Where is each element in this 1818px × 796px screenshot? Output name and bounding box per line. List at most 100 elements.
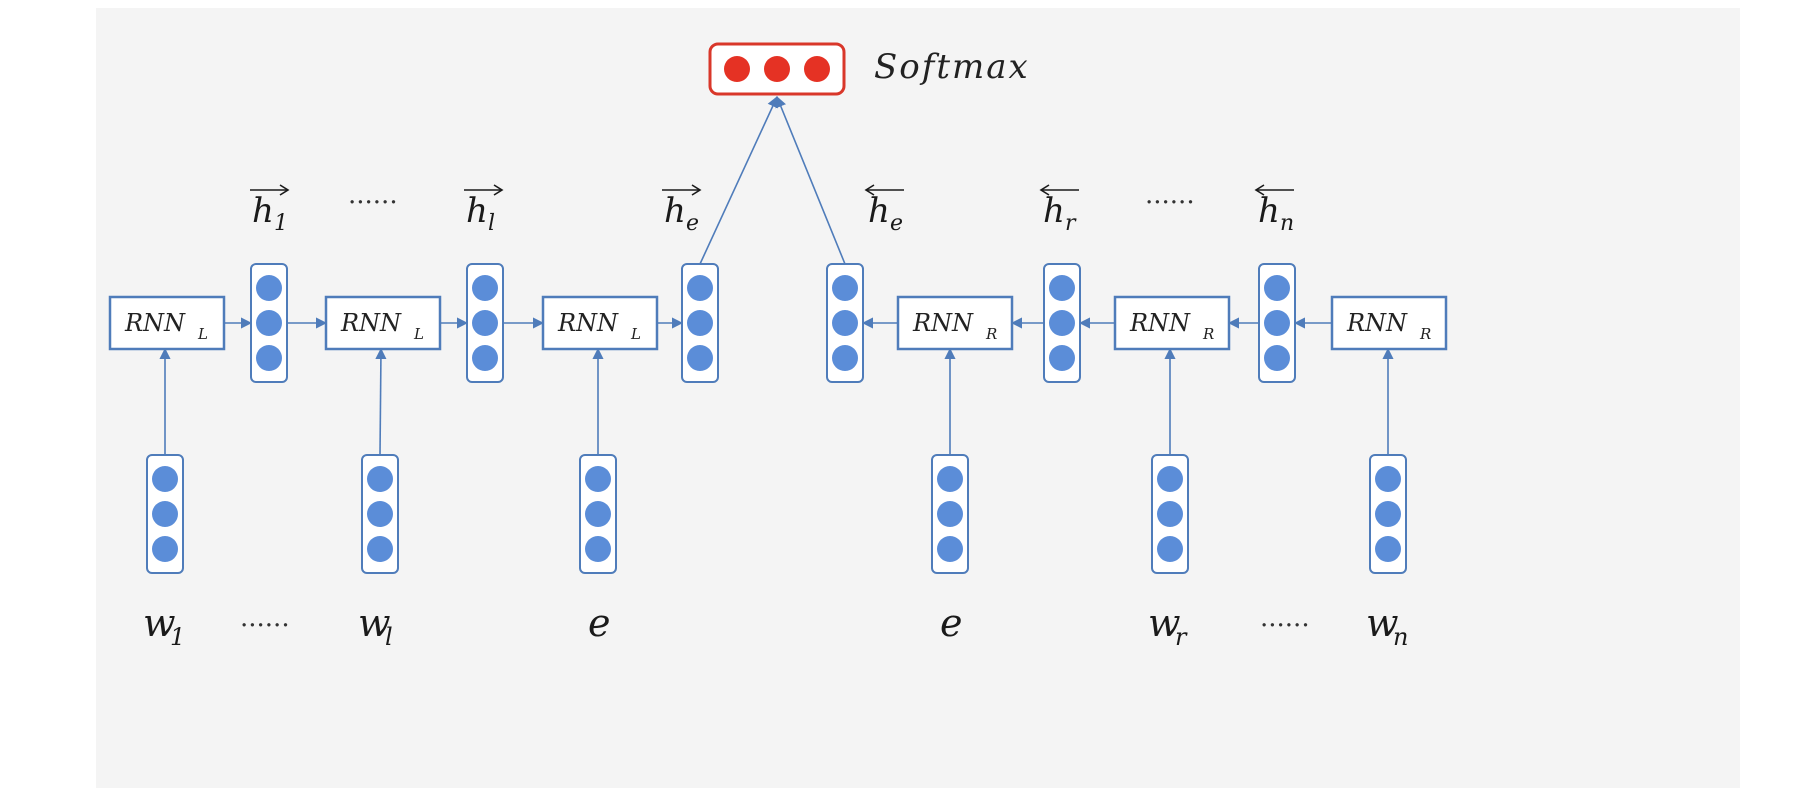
rnn-left-cell-2-label: RNN xyxy=(340,309,402,337)
diagram-panel xyxy=(96,8,1740,788)
rnn-right-cell-2-subscript: R xyxy=(1202,325,1214,343)
rnn-left-cell-2-frame xyxy=(324,295,442,351)
hidden-state-label-hr-subscript: r xyxy=(1065,211,1077,236)
input-vector-e-left-unit-2 xyxy=(585,501,611,527)
softmax-unit-2 xyxy=(764,56,790,82)
rnn-left-cell-3-subscript: L xyxy=(630,325,641,343)
hidden-state-label-he-fwd-subscript: e xyxy=(686,211,699,236)
rnn-right-cell-3-frame xyxy=(1330,295,1448,351)
rnn-left-cell-1-subscript: L xyxy=(197,325,208,343)
input-vector-wl-unit-3 xyxy=(367,536,393,562)
input-word-label-wl-subscript: l xyxy=(385,623,393,651)
hidden-vector-hn xyxy=(1258,263,1296,383)
rnn-right-cell-3: RNN R xyxy=(1330,295,1448,351)
input-word-label-wn-base: w xyxy=(1366,601,1399,645)
hidden-state-label-hl-arrow-head-icon xyxy=(493,184,504,196)
input-vector-wr-unit-1 xyxy=(1157,466,1183,492)
input-word-label-w1: w1 xyxy=(143,601,185,651)
input-vector-w1 xyxy=(146,454,184,574)
input-vector-e-right xyxy=(931,454,969,574)
hidden-vector-he-bwd xyxy=(826,263,864,383)
hidden-state-label-h1-arrow-head-icon xyxy=(279,184,290,196)
rnn-right-cell-3-subscript: R xyxy=(1419,325,1431,343)
input-vector-wl-unit-2 xyxy=(367,501,393,527)
input-vector-w1-unit-3 xyxy=(152,536,178,562)
hidden-vector-hl xyxy=(466,263,504,383)
rnn-right-cell-1-label: RNN xyxy=(912,309,974,337)
input-vector-wn xyxy=(1369,454,1407,574)
input-vector-e-right-unit-2 xyxy=(937,501,963,527)
hidden-vector-hr-unit-1 xyxy=(1049,275,1075,301)
hidden-vector-hr-unit-2 xyxy=(1049,310,1075,336)
input-vector-wr-unit-3 xyxy=(1157,536,1183,562)
rnn-left-cell-1-frame xyxy=(108,295,226,351)
input-word-label-wr-base: w xyxy=(1148,601,1181,645)
hidden-vector-hn-unit-3 xyxy=(1264,345,1290,371)
hidden-state-label-he-bwd-arrow-head-icon xyxy=(864,184,875,196)
input-word-label-w1-base: w xyxy=(143,601,176,645)
hidden-vector-hl-unit-3 xyxy=(472,345,498,371)
rnn-left-cell-1-label: RNN xyxy=(124,309,186,337)
hidden-vector-he-fwd-unit-3 xyxy=(687,345,713,371)
input-vector-w1-unit-1 xyxy=(152,466,178,492)
edge-input-wl xyxy=(375,347,387,456)
hidden-state-label-hn-subscript: n xyxy=(1280,211,1294,236)
hidden-vector-hr-unit-3 xyxy=(1049,345,1075,371)
hidden-vector-hn-unit-1 xyxy=(1264,275,1290,301)
softmax-unit-1 xyxy=(724,56,750,82)
hidden-vector-h1-unit-2 xyxy=(256,310,282,336)
hidden-vector-he-bwd-unit-3 xyxy=(832,345,858,371)
hidden-state-label-h1-subscript: 1 xyxy=(274,211,288,236)
edge-layer xyxy=(159,95,1394,456)
input-vector-wn-unit-3 xyxy=(1375,536,1401,562)
input-vector-w1-unit-2 xyxy=(152,501,178,527)
hidden-ellipsis-left: ...... xyxy=(348,180,398,210)
rnn-right-cell-3-label: RNN xyxy=(1346,309,1408,337)
rnn-right-cell-1-subscript: R xyxy=(985,325,997,343)
hidden-state-label-hl-subscript: l xyxy=(488,211,495,236)
hidden-vector-he-bwd-unit-1 xyxy=(832,275,858,301)
hidden-vector-he-bwd-unit-2 xyxy=(832,310,858,336)
input-word-label-wr: wr xyxy=(1148,601,1188,651)
rnn-left-cell-3-frame xyxy=(541,295,659,351)
input-vector-wn-unit-2 xyxy=(1375,501,1401,527)
input-vector-wr-unit-2 xyxy=(1157,501,1183,527)
hidden-state-label-hr-base: h xyxy=(1043,191,1065,231)
input-word-label-w1-subscript: 1 xyxy=(170,623,185,651)
rnn-left-cell-1: RNN L xyxy=(108,295,226,351)
rnn-right-cell-1-frame xyxy=(896,295,1014,351)
softmax-layer xyxy=(708,42,846,96)
input-ellipsis-left: ...... xyxy=(240,603,290,633)
hidden-state-label-hn-base: h xyxy=(1258,191,1280,231)
input-word-label-e-right: e xyxy=(940,601,963,645)
rnn-right-cell-2-frame xyxy=(1113,295,1231,351)
input-vector-e-left-unit-3 xyxy=(585,536,611,562)
input-word-label-wl-base: w xyxy=(358,601,391,645)
input-word-label-wr-subscript: r xyxy=(1175,623,1188,651)
hidden-vector-he-fwd-unit-2 xyxy=(687,310,713,336)
input-vector-wl-unit-1 xyxy=(367,466,393,492)
input-vector-e-right-unit-1 xyxy=(937,466,963,492)
softmax-unit-3 xyxy=(804,56,830,82)
input-vector-e-right-unit-3 xyxy=(937,536,963,562)
input-vector-wn-unit-1 xyxy=(1375,466,1401,492)
hidden-vector-h1-unit-3 xyxy=(256,345,282,371)
hidden-vector-hl-unit-2 xyxy=(472,310,498,336)
hidden-state-label-he-bwd-subscript: e xyxy=(890,211,903,236)
input-word-label-wn-subscript: n xyxy=(1393,623,1408,651)
hidden-vector-hn-unit-2 xyxy=(1264,310,1290,336)
input-vector-e-left xyxy=(579,454,617,574)
hidden-vector-he-fwd xyxy=(681,263,719,383)
